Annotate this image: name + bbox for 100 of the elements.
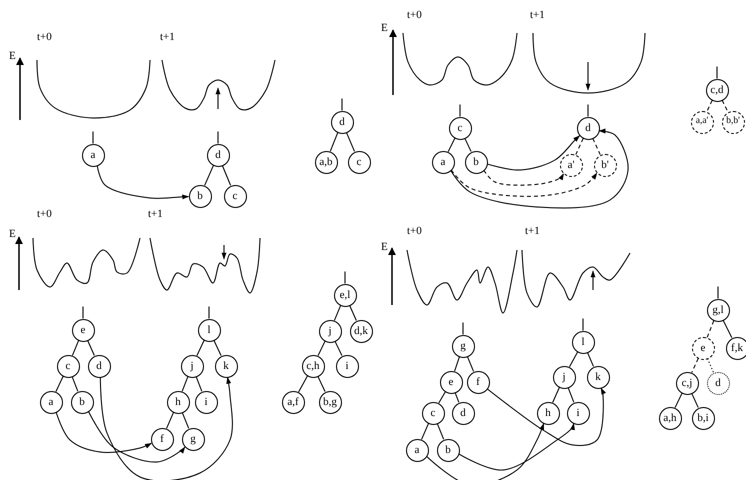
axis-label: E — [381, 242, 388, 253]
root-line — [208, 306, 210, 319]
tree-branch — [552, 387, 560, 403]
tree-branch — [421, 423, 429, 440]
tree-node: e — [692, 336, 714, 360]
tree-node: c,j — [676, 372, 698, 394]
tree-branch — [349, 305, 357, 321]
tree-branch — [691, 392, 699, 408]
tree-node: a' — [560, 154, 582, 176]
tree-node: a,f — [282, 390, 304, 414]
tree-branch — [707, 358, 714, 373]
arrow — [88, 410, 186, 463]
tree-branch — [334, 340, 342, 356]
arrow — [450, 169, 598, 197]
tree-node: c — [422, 402, 444, 424]
tree-node: d — [706, 372, 730, 394]
tree-node: b,b' — [722, 110, 744, 134]
tree-node: i — [336, 354, 358, 378]
time-label: t+1 — [148, 209, 163, 220]
tree-node: b — [70, 390, 94, 414]
tree-node: g,l — [706, 298, 730, 322]
arrow — [56, 412, 152, 453]
tree-node: c — [56, 354, 80, 378]
tree-branch — [706, 100, 713, 112]
tree-branch — [568, 387, 574, 403]
tree-node: b,g — [318, 390, 342, 414]
tree-branch — [454, 392, 460, 403]
tree-node: g — [182, 428, 204, 450]
time-label: t+0 — [407, 226, 422, 237]
axis-label: E — [9, 51, 16, 62]
tree-node: e — [440, 370, 462, 394]
tree-node: l — [198, 318, 220, 342]
tree-node: a — [432, 150, 454, 174]
tree-branch — [691, 358, 699, 374]
arrow — [483, 170, 564, 186]
axis-label: E — [381, 23, 388, 34]
tree-node: b,i — [692, 406, 714, 430]
root-line — [92, 131, 94, 144]
tree-branch — [213, 340, 222, 356]
root-line — [716, 66, 718, 79]
tree-node: k — [586, 366, 610, 388]
tree-branch — [454, 356, 460, 372]
tree-branch — [674, 392, 682, 408]
tree-branch — [568, 352, 578, 368]
tree-branch — [166, 412, 174, 429]
tree-node: d,k — [350, 320, 372, 342]
tree-node: h — [536, 402, 560, 424]
tree-branch — [222, 165, 232, 186]
tree-node: c — [348, 150, 370, 174]
tree-branch — [722, 320, 732, 338]
tree-branch — [466, 356, 474, 372]
tree-branch — [346, 132, 355, 152]
tree-branch — [298, 376, 308, 392]
tree-branch — [334, 305, 342, 321]
root-line — [82, 306, 84, 319]
tree-branch — [587, 352, 594, 367]
tree-node: a,b — [314, 150, 338, 174]
tree-node: d — [206, 144, 230, 166]
arrow — [100, 376, 233, 480]
tree-node: d — [576, 116, 600, 140]
tree-node: i — [566, 402, 590, 424]
tree-branch — [722, 100, 728, 112]
tree-branch — [72, 376, 78, 392]
axis-label: E — [9, 229, 16, 240]
time-label: t+0 — [37, 209, 52, 220]
arrow — [426, 422, 544, 480]
tree-node: d — [330, 110, 354, 134]
tree-node: g — [452, 334, 474, 358]
arrow — [450, 128, 629, 208]
tree-node: k — [214, 354, 238, 378]
tree-branch — [182, 376, 188, 392]
tree-branch — [72, 340, 80, 356]
tree-node: e — [72, 318, 94, 342]
time-label: t+0 — [407, 10, 422, 21]
tree-node: a — [82, 144, 104, 166]
tree-node: c — [224, 184, 246, 208]
tree-node: b — [464, 150, 488, 174]
tree-node: b — [436, 438, 460, 462]
arrow — [486, 135, 580, 170]
tree-node: a,a' — [690, 110, 714, 134]
tree-node: a — [40, 390, 62, 414]
tree-branch — [182, 412, 190, 429]
tree-branch — [438, 391, 446, 404]
tree-node: j — [318, 320, 342, 342]
root-line — [582, 318, 584, 331]
tree-node: c,d — [706, 78, 728, 102]
tree-node: l — [572, 330, 594, 354]
tree-branch — [448, 138, 456, 152]
root-line — [462, 322, 464, 335]
tree-branch — [330, 132, 338, 152]
tree-node: f — [466, 370, 490, 394]
tree-branch — [196, 376, 202, 392]
tree-branch — [575, 138, 584, 156]
time-label: t+1 — [160, 32, 175, 43]
tree-node: f — [150, 428, 174, 450]
time-label: t+0 — [37, 32, 52, 43]
tree-branch — [55, 376, 64, 392]
tree-branch — [317, 376, 326, 392]
tree-node: b — [188, 184, 212, 208]
tree-node: a — [406, 438, 428, 462]
